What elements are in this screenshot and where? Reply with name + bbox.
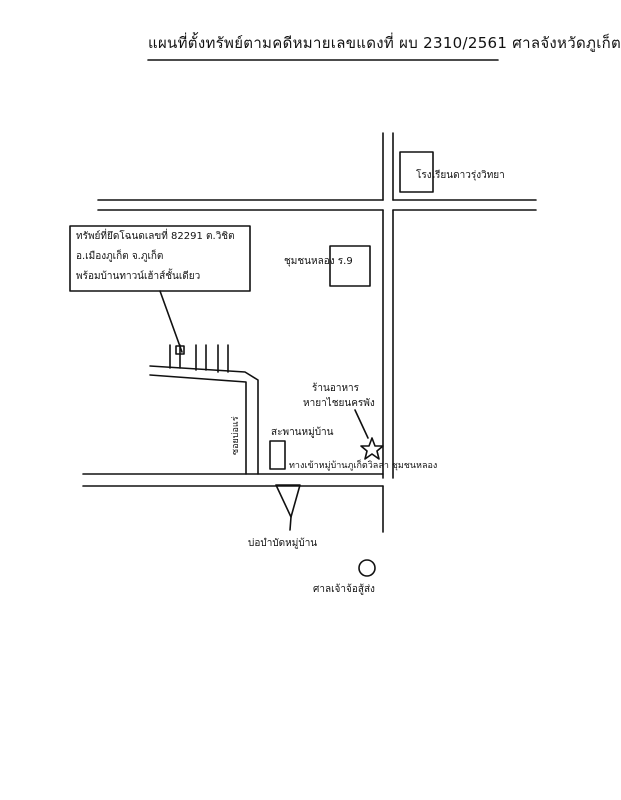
restaurant-label-2: หายาไชยนครพัง xyxy=(303,398,375,409)
restaurant-pointer xyxy=(354,409,369,439)
pond-pointer xyxy=(289,516,292,531)
village-sign-label: สะพานหมู่บ้าน xyxy=(271,427,334,438)
village-entrance-label: ทางเข้าหมู่บ้านภูเก็ตวิลล่า ชุมชนหลอง xyxy=(289,461,438,471)
pond-label: บ่อบำบัดหมู่บ้าน xyxy=(248,538,318,549)
shrine-label: ศาลเจ้าจ้อสู้ส่ง xyxy=(313,584,375,595)
restaurant-label-1: ร้านอาหาร xyxy=(312,383,360,394)
shrine-marker xyxy=(358,559,376,577)
property-line-2: อ.เมืองภูเก็ต จ.ภูเก็ต xyxy=(76,251,164,262)
top-road xyxy=(97,199,537,211)
village-sign-box xyxy=(269,440,286,470)
pond-shape xyxy=(275,484,301,518)
community-label: ชุมชนหลอง ร.9 xyxy=(284,256,353,267)
community-building xyxy=(329,245,371,287)
side-road xyxy=(149,365,259,475)
bottom-road xyxy=(82,473,384,487)
school-label: โรงเรียนดาวรุ่งวิทยา xyxy=(416,170,505,181)
property-plot xyxy=(175,345,185,355)
property-pointer xyxy=(159,290,183,353)
restaurant-star-icon xyxy=(360,437,384,460)
branch-stubs xyxy=(169,344,229,373)
school-building xyxy=(399,151,434,193)
side-road-label: ซอยบ่อแร่ xyxy=(231,416,241,455)
map-title: แผนที่ตั้งทรัพย์ตามคดีหมายเลขแดงที่ ผบ 2… xyxy=(148,34,621,52)
property-line-1: ทรัพย์ที่ยึดโฉนดเลขที่ 82291 ต.วิชิต xyxy=(76,231,235,242)
property-line-3: พร้อมบ้านทาวน์เฮ้าส์ชั้นเดียว xyxy=(76,271,201,282)
